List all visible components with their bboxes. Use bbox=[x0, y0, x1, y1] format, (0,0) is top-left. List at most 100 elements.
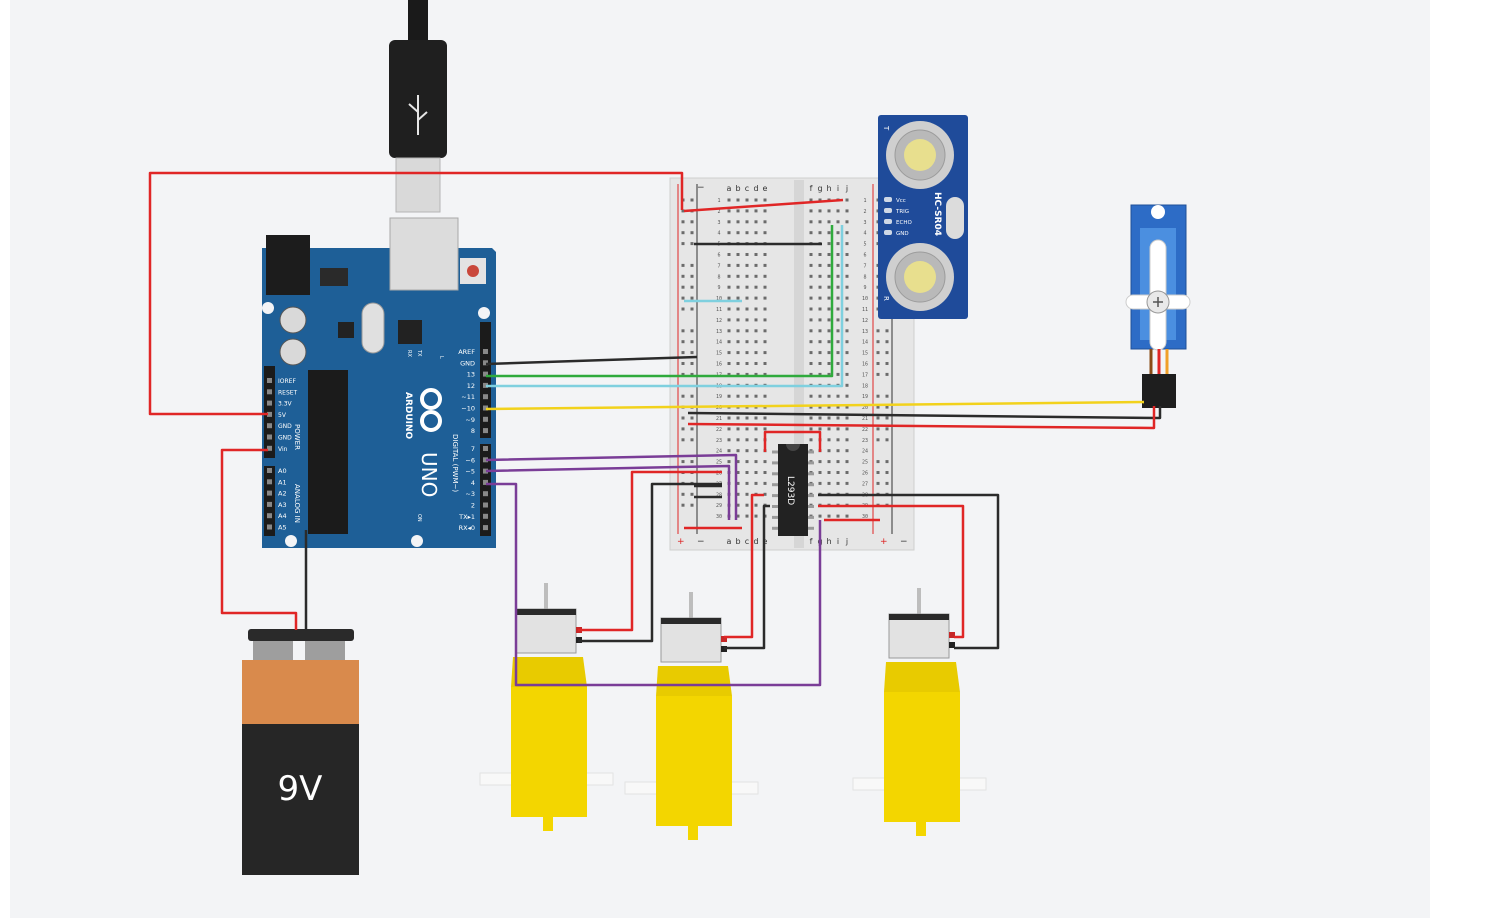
analog-pin-label: A0 bbox=[278, 467, 287, 475]
l293d-driver-chip[interactable]: L293D bbox=[772, 444, 814, 536]
power-pin[interactable] bbox=[267, 378, 272, 383]
wire-gnd-to-breadboard[interactable] bbox=[485, 355, 698, 366]
row-number: 11 bbox=[716, 307, 722, 313]
digital-pin-label: ~5 bbox=[465, 468, 475, 476]
wire-5v-to-rail[interactable] bbox=[148, 171, 684, 416]
wire-pin4[interactable] bbox=[486, 482, 822, 687]
wire-pin6[interactable] bbox=[485, 453, 738, 520]
row-number: 7 bbox=[863, 263, 866, 269]
digital-pin[interactable] bbox=[483, 394, 488, 400]
digital-pin[interactable] bbox=[483, 513, 488, 519]
arduino-uno-board[interactable]: ARDUINO UNO DIGITAL (PWM~) POWER ANALOG … bbox=[262, 217, 496, 548]
digital-pin[interactable] bbox=[483, 360, 488, 366]
wire-pin5[interactable] bbox=[485, 464, 731, 520]
power-pin[interactable] bbox=[267, 400, 272, 406]
wire-motor3-positive[interactable] bbox=[818, 504, 965, 639]
wire-motor1-positive[interactable] bbox=[578, 470, 722, 632]
rail-plus-label-bottom-right: + bbox=[880, 537, 888, 547]
wire-servo-signal[interactable] bbox=[485, 400, 1145, 411]
column-letter: a bbox=[727, 184, 732, 193]
row-number: 5 bbox=[863, 242, 866, 248]
digital-pin[interactable] bbox=[483, 468, 488, 474]
analog-pin[interactable] bbox=[267, 501, 272, 507]
column-letter: i bbox=[837, 184, 839, 193]
row-number: 14 bbox=[716, 340, 722, 346]
sensor-pin[interactable] bbox=[884, 230, 892, 235]
wire-motor3-negative[interactable] bbox=[818, 493, 1000, 650]
dc-motor-2[interactable] bbox=[624, 592, 759, 840]
tx-led-label: TX bbox=[416, 349, 422, 357]
power-pin-label: GND bbox=[278, 423, 292, 430]
analog-pin[interactable] bbox=[267, 468, 272, 473]
wire-motor2-positive[interactable] bbox=[724, 493, 764, 639]
sensor-pin-label: ECHO bbox=[896, 220, 912, 226]
dc-motor-3[interactable] bbox=[852, 588, 987, 836]
digital-pin[interactable] bbox=[483, 491, 488, 497]
power-pin-label: Vin bbox=[278, 446, 288, 453]
power-label: POWER bbox=[293, 424, 301, 450]
row-number: 3 bbox=[717, 220, 720, 226]
row-number: 12 bbox=[716, 318, 722, 324]
digital-pin[interactable] bbox=[483, 479, 488, 485]
power-pin[interactable] bbox=[267, 411, 272, 417]
wire-servo-power[interactable] bbox=[687, 406, 1156, 430]
power-pin-label: 5V bbox=[278, 412, 287, 419]
digital-pin[interactable] bbox=[483, 371, 488, 377]
analog-pin[interactable] bbox=[267, 490, 272, 496]
row-number: 29 bbox=[716, 503, 722, 509]
sensor-pin-label: TRIG bbox=[895, 209, 909, 215]
row-number: 15 bbox=[716, 351, 722, 357]
row-number: 9 bbox=[717, 285, 720, 291]
analog-pin[interactable] bbox=[267, 524, 272, 530]
power-pin[interactable] bbox=[267, 423, 272, 429]
digital-pin[interactable] bbox=[483, 405, 488, 411]
row-number: 13 bbox=[716, 329, 722, 335]
sensor-pin[interactable] bbox=[884, 208, 892, 213]
wire-trig-cyan[interactable] bbox=[486, 225, 844, 388]
analog-pin[interactable] bbox=[267, 513, 272, 519]
column-letter: f bbox=[810, 537, 813, 546]
servo-motor[interactable] bbox=[1125, 204, 1191, 408]
digital-pin[interactable] bbox=[483, 446, 488, 451]
digital-pin-label: ~3 bbox=[465, 490, 475, 498]
wire-sensor-vcc[interactable] bbox=[683, 198, 844, 213]
row-number: 28 bbox=[716, 492, 722, 498]
digital-pin[interactable] bbox=[483, 457, 488, 463]
digital-pin-label: 7 bbox=[471, 445, 475, 453]
sensor-pin[interactable] bbox=[884, 197, 892, 202]
column-letter: b bbox=[735, 537, 740, 546]
reset-button[interactable] bbox=[467, 265, 479, 277]
digital-pin[interactable] bbox=[483, 416, 488, 422]
column-letter: j bbox=[845, 184, 848, 193]
sensor-pin[interactable] bbox=[884, 219, 892, 224]
wire-ic-power-bridge[interactable] bbox=[763, 430, 822, 452]
dc-motor-1[interactable] bbox=[479, 583, 614, 831]
analog-pin[interactable] bbox=[267, 479, 272, 485]
power-pin[interactable] bbox=[267, 434, 272, 440]
row-number: 26 bbox=[716, 471, 722, 477]
power-pin[interactable] bbox=[267, 445, 272, 451]
battery-9v[interactable]: 9V bbox=[242, 629, 359, 875]
wire-echo-green[interactable] bbox=[486, 225, 834, 378]
wire-motor1-negative[interactable] bbox=[578, 482, 722, 643]
column-letter: c bbox=[745, 537, 749, 546]
column-letter: d bbox=[753, 184, 758, 193]
wire-vin-to-battery[interactable] bbox=[220, 448, 298, 630]
column-letter: c bbox=[745, 184, 749, 193]
row-number: 19 bbox=[862, 394, 868, 400]
row-number: 12 bbox=[862, 318, 868, 324]
digital-pin[interactable] bbox=[483, 502, 488, 508]
digital-pin[interactable] bbox=[483, 382, 488, 388]
power-pin[interactable] bbox=[267, 389, 272, 395]
digital-pin[interactable] bbox=[483, 428, 488, 434]
digital-pin-label: RX◂0 bbox=[459, 524, 475, 532]
digital-pin[interactable] bbox=[483, 349, 488, 354]
wire-motor2-negative[interactable] bbox=[724, 504, 770, 650]
wire-servo-gnd[interactable] bbox=[687, 406, 1162, 420]
digital-pin[interactable] bbox=[483, 525, 488, 531]
row-number: 10 bbox=[862, 296, 868, 302]
